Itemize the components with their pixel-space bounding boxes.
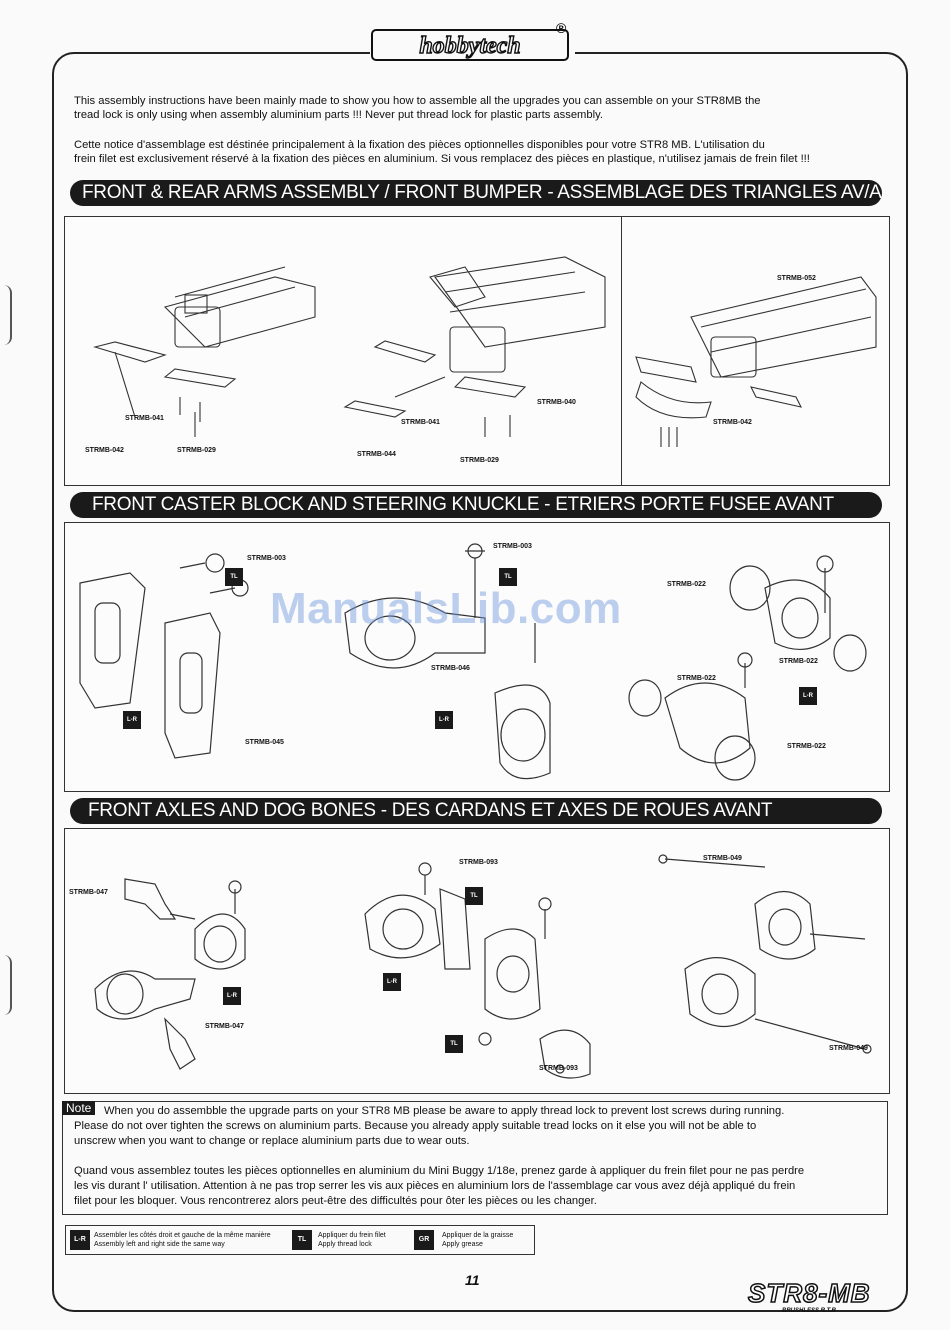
section-title-caster: FRONT CASTER BLOCK AND STEERING KNUCKLE … (70, 492, 882, 518)
panel-divider (621, 217, 622, 485)
intro-en-2: tread lock is only using when assembly a… (74, 109, 603, 121)
caster-drawing-right (628, 555, 867, 781)
product-subtitle: BRUSHLESS R.T.R (782, 1308, 836, 1314)
part-label: STRMB-041 (125, 415, 164, 422)
note-fr-1: Quand vous assemblez toutes les pièces o… (74, 1165, 805, 1177)
part-label: STRMB-022 (677, 675, 716, 682)
note-en-1: When you do assembble the upgrade parts … (104, 1105, 785, 1117)
legend-gr: Appliquer de la graisse Apply grease (442, 1231, 513, 1249)
part-label: STRMB-003 (247, 555, 286, 562)
axles-panel: TL TL L-R L-R STRMB-047 STRMB-047 STRMB-… (64, 828, 890, 1094)
arms-panel: STRMB-041 STRMB-042 STRMB-029 STRMB-041 … (64, 216, 890, 486)
legend-lr-fr: Assembler les côtés droit et gauche de l… (94, 1232, 271, 1239)
part-label: STRMB-052 (777, 275, 816, 282)
note-box (62, 1101, 888, 1215)
note-fr-2: les vis durant l' utilisation. Attention… (74, 1180, 796, 1192)
left-right-icon: L-R (123, 711, 141, 729)
part-label: STRMB-041 (401, 419, 440, 426)
part-label: STRMB-022 (779, 658, 818, 665)
axles-drawing-left (94, 878, 246, 1070)
legend-tl-fr: Appliquer du frein filet (318, 1232, 386, 1239)
thread-lock-icon: TL (445, 1035, 463, 1053)
part-label: STRMB-022 (667, 581, 706, 588)
binding-mark-top (0, 285, 12, 345)
part-label: STRMB-044 (357, 451, 396, 458)
thread-lock-icon: TL (499, 568, 517, 586)
hobbytech-logo: hobbytech (370, 22, 575, 68)
svg-text:hobbytech: hobbytech (419, 33, 520, 59)
page-number: 11 (465, 1272, 480, 1288)
section-title-axles: FRONT AXLES AND DOG BONES - DES CARDANS … (70, 798, 882, 824)
left-right-icon: L-R (223, 987, 241, 1005)
left-right-icon: L-R (383, 973, 401, 991)
intro-fr-1: Cette notice d'assemblage est déstinée p… (74, 139, 765, 151)
part-label: STRMB-029 (460, 457, 499, 464)
legend-tl-en: Apply thread lock (318, 1241, 372, 1248)
part-label: STRMB-042 (713, 419, 752, 426)
arms-drawing-left (92, 266, 316, 437)
intro-en-1: This assembly instructions have been mai… (74, 95, 761, 107)
legend-gr-en: Apply grease (442, 1241, 483, 1248)
product-logo: STR8-MB (747, 1277, 871, 1309)
left-right-icon: L-R (799, 687, 817, 705)
part-label: STRMB-029 (177, 447, 216, 454)
part-label: STRMB-045 (245, 739, 284, 746)
part-label: STRMB-049 (829, 1045, 868, 1052)
part-label: STRMB-093 (539, 1065, 578, 1072)
caster-drawing-left (79, 553, 249, 759)
left-right-icon: L-R (435, 711, 453, 729)
part-label: STRMB-093 (459, 859, 498, 866)
part-label: STRMB-049 (703, 855, 742, 862)
intro-fr-2: frein filet est exclusivement réservé à … (74, 153, 810, 165)
legend: L-R Assembler les côtés droit et gauche … (65, 1225, 535, 1255)
binding-mark-bottom (0, 955, 12, 1015)
note-fr-3: filet pour les bloquer. Vous rencontrere… (74, 1195, 597, 1207)
left-right-icon: L-R (70, 1230, 90, 1250)
thread-lock-icon: TL (225, 568, 243, 586)
caster-panel: TL TL L-R L-R L-R STRMB-003 STRMB-045 ST… (64, 522, 890, 792)
note-en-2: Please do not over tighten the screws on… (74, 1120, 757, 1132)
legend-lr: Assembler les côtés droit et gauche de l… (94, 1231, 271, 1249)
part-label: STRMB-022 (787, 743, 826, 750)
caster-drawing-mid (344, 543, 551, 780)
thread-lock-icon: TL (465, 887, 483, 905)
axles-drawing-right (658, 854, 872, 1054)
watermark: ManualsLib.com (270, 584, 622, 633)
note-tag: Note (62, 1101, 96, 1115)
grease-icon: GR (414, 1230, 434, 1250)
registered-mark: ® (556, 20, 567, 36)
thread-lock-icon: TL (292, 1230, 312, 1250)
part-label: STRMB-047 (205, 1023, 244, 1030)
arms-drawing-right (635, 276, 877, 447)
legend-lr-en: Assembly left and right side the same wa… (94, 1241, 225, 1248)
legend-tl: Appliquer du frein filet Apply thread lo… (318, 1231, 386, 1249)
part-label: STRMB-046 (431, 665, 470, 672)
legend-gr-fr: Appliquer de la graisse (442, 1232, 514, 1239)
part-label: STRMB-047 (69, 889, 108, 896)
axles-drawing-mid (364, 862, 591, 1079)
section-title-arms: FRONT & REAR ARMS ASSEMBLY / FRONT BUMPE… (70, 180, 882, 206)
note-en-3: unscrew when you want to change or repla… (74, 1135, 470, 1147)
arms-drawing-mid (343, 256, 606, 437)
part-label: STRMB-003 (493, 543, 532, 550)
part-label: STRMB-040 (537, 399, 576, 406)
part-label: STRMB-042 (85, 447, 124, 454)
